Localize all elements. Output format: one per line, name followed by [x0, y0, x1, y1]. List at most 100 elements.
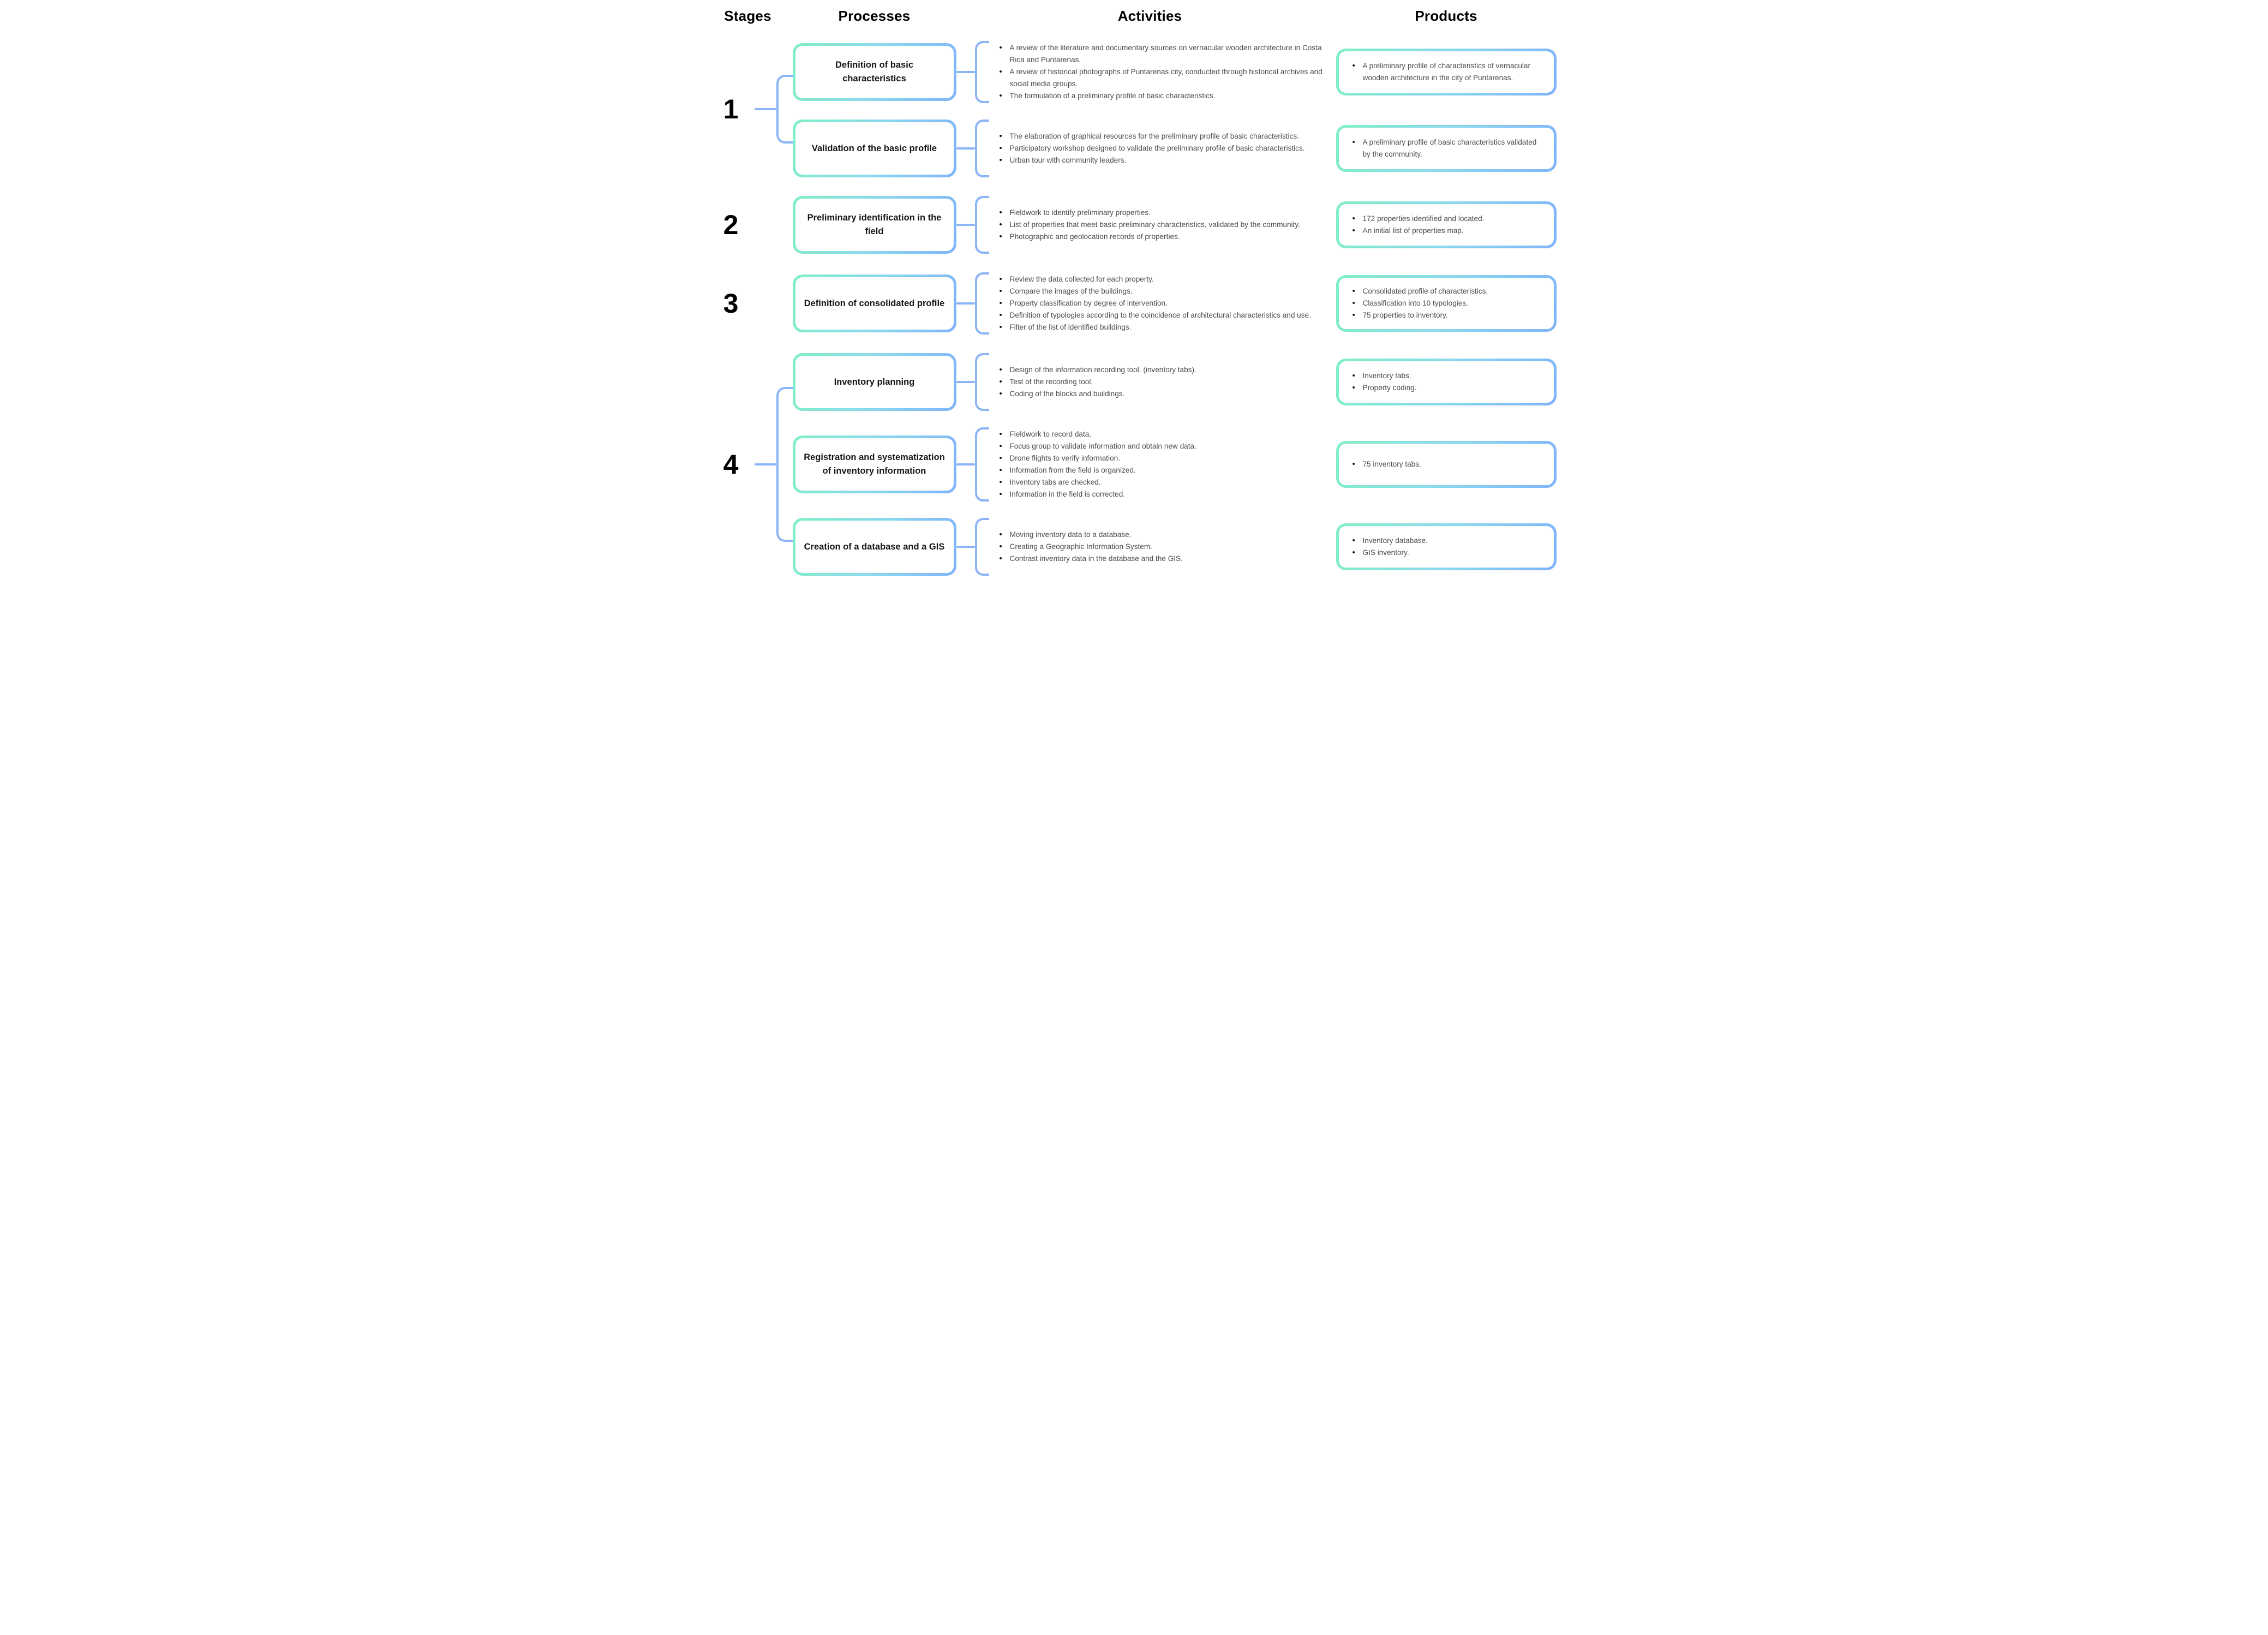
products-list: 172 properties identified and located.An… [1349, 212, 1544, 237]
process-row: Preliminary identification in the field F… [792, 196, 1557, 254]
process-rows: Preliminary identification in the field F… [792, 196, 1557, 254]
activity-item: Property classification by degree of int… [996, 297, 1327, 310]
products-box: 75 inventory tabs. [1336, 441, 1557, 488]
activities-list: Fieldwork to record data.Focus group to … [989, 427, 1336, 502]
process-row: Creation of a database and a GIS Moving i… [792, 518, 1557, 576]
products-list: Inventory database.GIS inventory. [1349, 534, 1544, 559]
product-item: A preliminary profile of basic character… [1349, 136, 1544, 160]
activities-list: Fieldwork to identify preliminary proper… [989, 206, 1336, 244]
process-box-inner: Validation of the basic profile [795, 122, 954, 175]
process-rows: Definition of basic characteristics A rev… [792, 41, 1557, 178]
process-box-inner: Creation of a database and a GIS [795, 521, 954, 574]
product-item: Consolidated profile of characteristics. [1349, 285, 1544, 298]
product-item: Property coding. [1349, 381, 1544, 395]
activity-item: List of properties that meet basic preli… [996, 218, 1327, 231]
activity-item: Review the data collected for each prope… [996, 273, 1327, 286]
products-box-inner: A preliminary profile of characteristics… [1338, 51, 1554, 93]
process-row: Definition of consolidated profile Review… [792, 272, 1557, 335]
activity-item: Creating a Geographic Information System… [996, 540, 1327, 553]
activities-bracket [974, 272, 989, 335]
products-list: Consolidated profile of characteristics.… [1349, 285, 1544, 322]
activities-bracket [974, 518, 989, 576]
process-row: Inventory planningDesign of the informat… [792, 353, 1557, 411]
connector-line [956, 302, 975, 305]
activity-item: A review of historical photographs of Pu… [996, 65, 1327, 90]
product-item: Inventory database. [1349, 534, 1544, 547]
process-title: Registration and systematization of inve… [804, 452, 945, 476]
activities-bracket [974, 353, 989, 411]
column-header-processes: Processes [838, 8, 911, 24]
stage-column: 2 [711, 196, 793, 254]
product-item: 172 properties identified and located. [1349, 212, 1544, 225]
process-title: Creation of a database and a GIS [804, 541, 945, 552]
column-header-products: Products [1415, 8, 1477, 24]
activities-list: Review the data collected for each prope… [989, 272, 1336, 335]
stage-connector-line [754, 463, 776, 466]
stage-column: 3 [711, 272, 793, 335]
activity-item: Coding of the blocks and buildings. [996, 387, 1327, 401]
process-rows: Definition of consolidated profile Review… [792, 272, 1557, 335]
connector-line [956, 546, 975, 548]
process-title: Inventory planning [834, 377, 915, 387]
product-item: A preliminary profile of characteristics… [1349, 59, 1544, 84]
activity-item: Test of the recording tool. [996, 375, 1327, 389]
stage-column: 4 [711, 353, 793, 576]
products-cell: A preliminary profile of characteristics… [1336, 49, 1557, 96]
activity-item: Fieldwork to identify preliminary proper… [996, 206, 1327, 219]
products-box: A preliminary profile of basic character… [1336, 125, 1557, 172]
products-box: 172 properties identified and located.An… [1336, 201, 1557, 249]
connector-line [956, 224, 975, 226]
process-row: Definition of basic characteristics A rev… [792, 41, 1557, 104]
activity-item: The formulation of a preliminary profile… [996, 89, 1327, 103]
activities-list: Moving inventory data to a database.Crea… [989, 528, 1336, 566]
stage-bracket [776, 75, 793, 144]
activity-item: The elaboration of graphical resources f… [996, 130, 1327, 143]
activities-bracket [974, 120, 989, 178]
activity-item: A review of the literature and documenta… [996, 41, 1327, 66]
connector-line [956, 147, 975, 150]
process-title: Validation of the basic profile [811, 143, 937, 153]
product-item: GIS inventory. [1349, 546, 1544, 559]
process-box: Definition of consolidated profile [792, 275, 956, 333]
process-box: Definition of basic characteristics [792, 43, 956, 102]
products-list: A preliminary profile of characteristics… [1349, 59, 1544, 84]
activities-list: The elaboration of graphical resources f… [989, 129, 1336, 168]
connector-line [956, 71, 975, 74]
product-item: 75 properties to inventory. [1349, 309, 1544, 322]
products-list: A preliminary profile of basic character… [1349, 136, 1544, 160]
activity-item: Photographic and geolocation records of … [996, 230, 1327, 243]
activities-bracket [974, 427, 989, 502]
activity-item: Contrast inventory data in the database … [996, 552, 1327, 565]
activity-item: Focus group to validate information and … [996, 440, 1327, 453]
stage-number: 2 [723, 210, 739, 241]
activity-item: Filter of the list of identified buildin… [996, 321, 1327, 334]
activity-item: Compare the images of the buildings. [996, 285, 1327, 298]
stage-number: 1 [723, 94, 739, 125]
process-box-inner: Registration and systematization of inve… [795, 438, 954, 491]
products-cell: Inventory database.GIS inventory. [1336, 523, 1557, 571]
products-box-inner: 172 properties identified and located.An… [1338, 204, 1554, 246]
process-box: Validation of the basic profile [792, 120, 956, 178]
activities-bracket [974, 41, 989, 104]
process-box-inner: Definition of consolidated profile [795, 277, 954, 330]
activity-item: Drone flights to verify information. [996, 452, 1327, 465]
process-row: Validation of the basic profile The elabo… [792, 120, 1557, 178]
column-headers: Stages Processes Activities Products [711, 8, 1557, 25]
activity-item: Information in the field is corrected. [996, 488, 1327, 501]
products-list: Inventory tabs.Property coding. [1349, 369, 1544, 395]
process-title: Preliminary identification in the field [807, 213, 942, 237]
process-box-inner: Inventory planning [795, 356, 954, 409]
products-box: A preliminary profile of characteristics… [1336, 49, 1557, 96]
process-title: Definition of basic characteristics [835, 60, 913, 84]
process-box: Preliminary identification in the field [792, 196, 956, 254]
products-cell: Consolidated profile of characteristics.… [1336, 275, 1557, 332]
product-item: An initial list of properties map. [1349, 224, 1544, 237]
products-box-inner: Inventory database.GIS inventory. [1338, 526, 1554, 568]
process-row: Registration and systematization of inve… [792, 427, 1557, 502]
flowchart-body: 1 Definition of basic characteristics A re… [711, 41, 1557, 576]
activity-item: Fieldwork to record data. [996, 428, 1327, 441]
activity-item: Inventory tabs are checked. [996, 476, 1327, 489]
